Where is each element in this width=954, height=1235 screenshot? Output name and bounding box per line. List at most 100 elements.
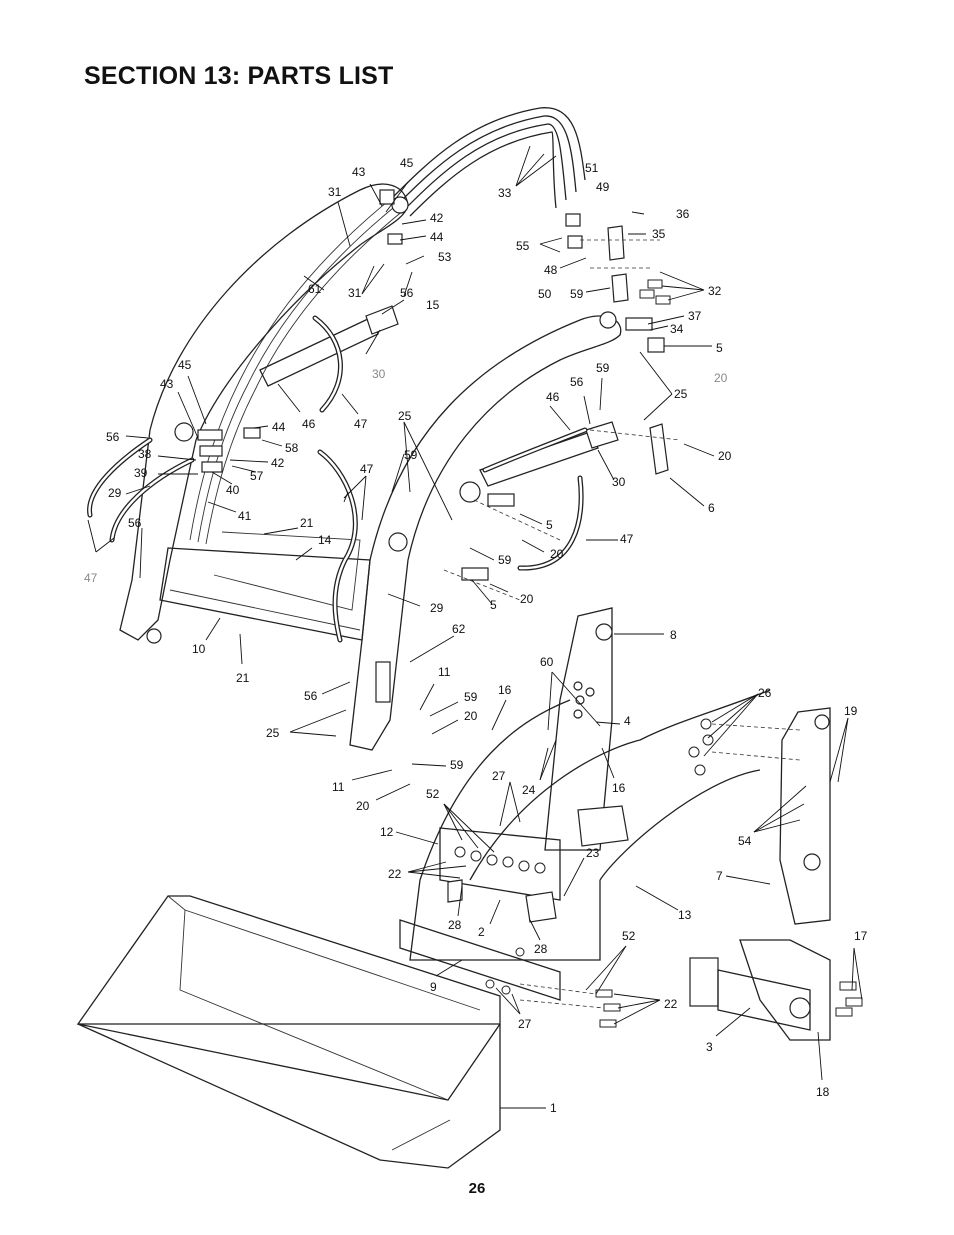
callout-label: 59 <box>404 448 418 462</box>
callout-label: 59 <box>464 690 478 704</box>
callout-label: 30 <box>612 475 626 489</box>
bucket-linkage-upper <box>580 225 671 353</box>
lower-bracket <box>399 827 561 1001</box>
callout-label: 51 <box>585 161 599 175</box>
callout-label: 56 <box>400 286 414 300</box>
callout-label: 23 <box>586 846 600 860</box>
callout-label: 61 <box>308 282 322 296</box>
callout-label: 44 <box>272 420 286 434</box>
callout-label: 56 <box>570 375 584 389</box>
callout-label: 27 <box>518 1017 532 1031</box>
callout-label: 46 <box>546 390 560 404</box>
callout-label: 43 <box>160 377 174 391</box>
callout-label: 29 <box>430 601 444 615</box>
callout-label: 38 <box>138 447 152 461</box>
callout-label: 6 <box>708 501 715 515</box>
lift-cylinder-right <box>479 421 619 487</box>
callout-label: 34 <box>670 322 684 336</box>
callout-label: 28 <box>448 918 462 932</box>
callout-label: 18 <box>816 1085 830 1099</box>
callout-label: 42 <box>271 456 285 470</box>
callout-label: 41 <box>238 509 252 523</box>
callout-label: 5 <box>546 518 553 532</box>
callout-label: 56 <box>106 430 120 444</box>
valve-fittings <box>197 189 583 473</box>
callout-label: 62 <box>452 622 466 636</box>
callout-label: 31 <box>328 185 342 199</box>
callout-label: 4 <box>624 714 631 728</box>
callout-label: 47 <box>354 417 368 431</box>
callout-label: 50 <box>538 287 552 301</box>
callout-label: 33 <box>498 186 512 200</box>
lower-hardware <box>485 947 621 1028</box>
bucket-links <box>443 423 681 601</box>
mount-bracket-left <box>544 607 613 851</box>
callout-label: 46 <box>302 417 316 431</box>
callout-label: 44 <box>430 230 444 244</box>
callout-label: 2 <box>478 925 485 939</box>
callout-label: 37 <box>688 309 702 323</box>
callout-label: 31 <box>348 286 362 300</box>
callout-label: 59 <box>596 361 610 375</box>
callout-label: 22 <box>388 867 402 881</box>
callout-label: 12 <box>380 825 394 839</box>
callout-label: 36 <box>676 207 690 221</box>
callout-label: 48 <box>544 263 558 277</box>
leader-lines <box>87 145 863 1109</box>
callout-label: 1 <box>550 1101 557 1115</box>
callout-label: 25 <box>398 409 412 423</box>
callout-label: 28 <box>534 942 548 956</box>
callout-label: 56 <box>128 516 142 530</box>
page-title: SECTION 13: PARTS LIST <box>84 62 394 90</box>
left-loader-arm <box>119 183 409 644</box>
callout-label: 22 <box>664 997 678 1011</box>
callout-label: 54 <box>738 834 752 848</box>
callout-label: 20 <box>356 799 370 813</box>
callout-label: 59 <box>498 553 512 567</box>
callout-label: 42 <box>430 211 444 225</box>
callout-label: 53 <box>438 250 452 264</box>
callout-label: 57 <box>250 469 264 483</box>
subframe-bracket <box>689 939 863 1041</box>
callout-label: 20 <box>520 592 534 606</box>
callout-label: 39 <box>134 466 148 480</box>
callout-label: 5 <box>716 341 723 355</box>
callout-label: 30 <box>372 367 386 381</box>
callout-label: 13 <box>678 908 692 922</box>
callout-label: 15 <box>426 298 440 312</box>
callout-labels: 43 45 31 42 44 53 31 56 15 61 30 33 51 4… <box>84 156 868 1115</box>
callout-label: 47 <box>620 532 634 546</box>
callout-label: 25 <box>266 726 280 740</box>
callout-label: 14 <box>318 533 332 547</box>
callout-label: 16 <box>498 683 512 697</box>
callout-label: 32 <box>708 284 722 298</box>
callout-label: 58 <box>285 441 299 455</box>
callout-label: 20 <box>550 547 564 561</box>
page-number: 26 <box>468 1180 486 1197</box>
callout-label: 59 <box>570 287 584 301</box>
callout-label: 26 <box>758 686 772 700</box>
callout-label: 56 <box>304 689 318 703</box>
callout-label: 47 <box>84 571 98 585</box>
callout-label: 20 <box>464 709 478 723</box>
right-loader-arm <box>349 311 622 751</box>
callout-label: 20 <box>714 371 728 385</box>
callout-label: 45 <box>400 156 414 170</box>
callout-label: 45 <box>178 358 192 372</box>
callout-label: 52 <box>622 929 636 943</box>
callout-label: 20 <box>718 449 732 463</box>
callout-label: 21 <box>236 671 250 685</box>
callout-label: 25 <box>674 387 688 401</box>
callout-label: 10 <box>192 642 206 656</box>
hydraulic-tube-bundle <box>189 107 586 545</box>
mount-bracket-right <box>688 707 831 925</box>
callout-label: 55 <box>516 239 530 253</box>
callout-label: 60 <box>540 655 554 669</box>
callout-label: 17 <box>854 929 868 943</box>
callout-label: 11 <box>438 665 451 679</box>
callout-label: 19 <box>844 704 858 718</box>
callout-label: 52 <box>426 787 440 801</box>
callout-label: 9 <box>430 980 437 994</box>
callout-label: 40 <box>226 483 240 497</box>
